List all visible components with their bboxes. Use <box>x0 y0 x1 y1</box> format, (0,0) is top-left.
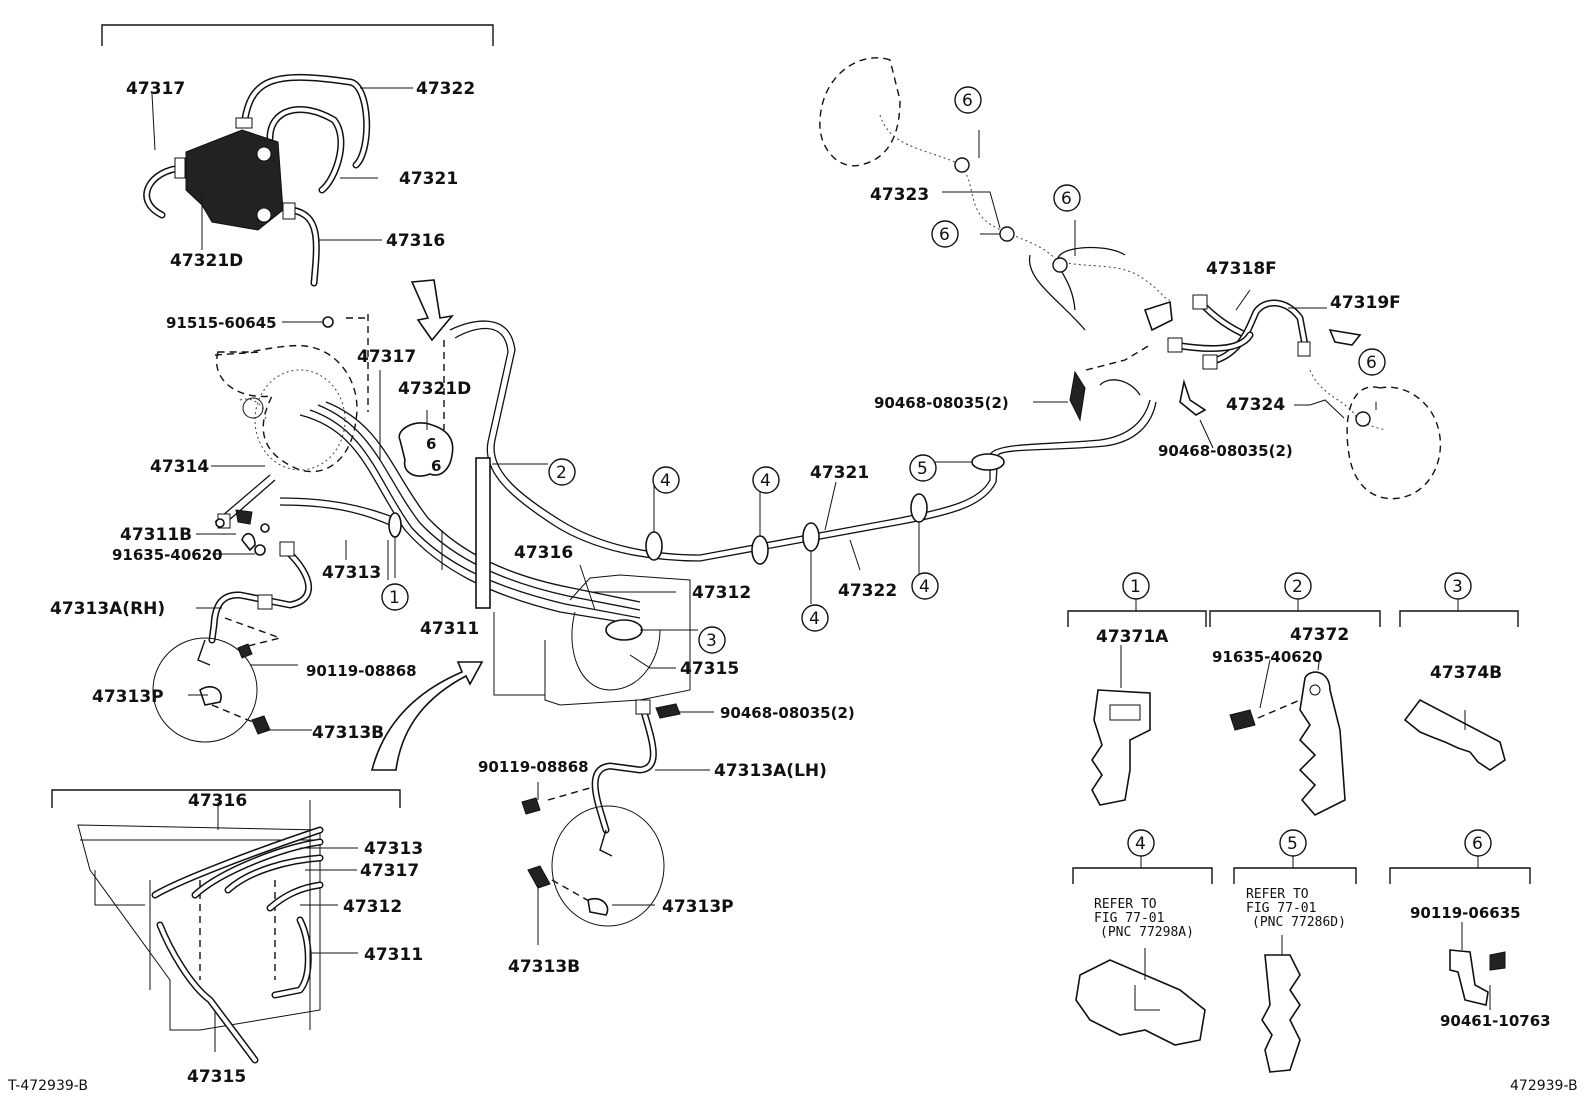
crossmember-block <box>493 574 691 706</box>
master-cylinder-booster <box>214 344 358 473</box>
part-label-90468-08035: 90468-08035(2) <box>874 394 1009 412</box>
callout-6: 6 <box>962 91 973 111</box>
callout-5: 5 <box>917 459 928 479</box>
detail-clamp-2 <box>1209 597 1381 816</box>
part-label-47317: 47317 <box>357 347 416 367</box>
callout-6: 6 <box>1061 189 1072 209</box>
view-arrow-icon <box>410 279 454 342</box>
part-label-47313b: 47313B <box>508 957 580 977</box>
part-label-90468-08035: 90468-08035(2) <box>720 704 855 722</box>
figure-id-right: 472939-B <box>1510 1078 1578 1094</box>
callout-2: 2 <box>556 463 567 483</box>
part-label-47321: 47321 <box>399 169 458 189</box>
footer: T-472939-B 472939-B <box>7 1078 1578 1094</box>
curved-arrow-icon <box>370 661 484 771</box>
callout-5: 5 <box>1287 834 1298 854</box>
part-label-47311b: 47311B <box>120 525 192 545</box>
note-refer-4-line3: (PNC 77298A) <box>1100 925 1194 940</box>
callout-1: 1 <box>1130 577 1141 597</box>
arrows <box>370 279 484 771</box>
part-label-47315: 47315 <box>680 659 739 679</box>
left-leaders <box>188 321 714 731</box>
pipe-bundle <box>214 246 1157 626</box>
rear-brakes <box>819 57 1442 500</box>
callout-1: 1 <box>389 588 400 608</box>
left-wheel-hose <box>152 316 334 743</box>
part-label-47313p: 47313P <box>92 687 164 707</box>
part-label-47372: 47372 <box>1290 625 1349 645</box>
note-refer-4-line2: FIG 77-01 <box>1094 911 1164 926</box>
line-clamps <box>387 453 1005 631</box>
part-label-47317: 47317 <box>360 861 419 881</box>
refer-notes: REFER TO FIG 77-01 (PNC 77298A) REFER TO… <box>1094 887 1346 940</box>
part-label-47321: 47321 <box>810 463 869 483</box>
part-label-47316: 47316 <box>386 231 445 251</box>
part-label-47312: 47312 <box>692 583 751 603</box>
callout-4: 4 <box>919 577 930 597</box>
detail-clamp-1 <box>1067 597 1207 806</box>
part-label-47314: 47314 <box>150 457 209 477</box>
part-label-47316: 47316 <box>514 543 573 563</box>
part-label-47322: 47322 <box>838 581 897 601</box>
part-label-90119-08868: 90119-08868 <box>478 758 589 776</box>
part-label-47316: 47316 <box>188 791 247 811</box>
part-label-91635-40620: 91635-40620 <box>112 546 223 564</box>
part-label-47322: 47322 <box>416 79 475 99</box>
part-label-47319f: 47319F <box>1330 293 1401 313</box>
valve-inset <box>101 24 494 287</box>
part-labels: 47317 47322 47321 47316 47321D 91515-606… <box>50 79 1551 1087</box>
note-refer-5-line2: FIG 77-01 <box>1246 901 1316 916</box>
part-label-47313a-rh: 47313A(RH) <box>50 599 165 619</box>
callout-6: 6 <box>1366 353 1377 373</box>
part-label-90468-08035: 90468-08035(2) <box>1158 442 1293 460</box>
part-label-90119-08868: 90119-08868 <box>306 662 417 680</box>
part-label-91635-40620: 91635-40620 <box>1212 648 1323 666</box>
part-label-47313: 47313 <box>364 839 423 859</box>
detail-clamp-3 <box>1399 597 1519 771</box>
callout-3: 3 <box>706 631 717 651</box>
part-label-90119-06635: 90119-06635 <box>1410 904 1521 922</box>
center-valve: 6 6 <box>346 314 491 609</box>
callout-circles: 2 1 3 4 4 4 4 5 6 6 6 6 1 2 3 4 5 6 <box>381 86 1492 857</box>
part-label-47313p: 47313P <box>662 897 734 917</box>
callout-4: 4 <box>809 609 820 629</box>
part-label-47321d: 47321D <box>170 251 243 271</box>
callout-6: 6 <box>939 225 950 245</box>
part-label-47317: 47317 <box>126 79 185 99</box>
svg-text:6: 6 <box>431 457 441 475</box>
part-label-47323: 47323 <box>870 185 929 205</box>
part-label-47315: 47315 <box>187 1067 246 1087</box>
detail-clamp-6 <box>1389 854 1531 1010</box>
callout-6: 6 <box>1472 834 1483 854</box>
note-refer-5-line1: REFER TO <box>1246 887 1309 902</box>
part-label-47371a: 47371A <box>1096 627 1169 647</box>
part-label-47313: 47313 <box>322 563 381 583</box>
part-label-91515-60645: 91515-60645 <box>166 314 277 332</box>
detail-clamp-5 <box>1233 854 1357 1073</box>
part-label-47313b: 47313B <box>312 723 384 743</box>
pipe-routing-inset <box>51 789 401 1064</box>
part-label-47311: 47311 <box>420 619 479 639</box>
part-label-47374b: 47374B <box>1430 663 1502 683</box>
note-refer-5-line3: (PNC 77286D) <box>1252 915 1346 930</box>
center-wheel-hose <box>521 699 710 945</box>
callout-4: 4 <box>1135 834 1146 854</box>
part-label-47311: 47311 <box>364 945 423 965</box>
figure-id-left: T-472939-B <box>7 1078 88 1094</box>
part-label-90461-10763: 90461-10763 <box>1440 1012 1551 1030</box>
part-label-47324: 47324 <box>1226 395 1285 415</box>
part-label-47321d: 47321D <box>398 379 471 399</box>
part-label-47312: 47312 <box>343 897 402 917</box>
detail-clamp-4 <box>1072 854 1213 1046</box>
callout-4: 4 <box>760 471 771 491</box>
note-refer-4-line1: REFER TO <box>1094 897 1157 912</box>
callout-4: 4 <box>660 471 671 491</box>
callout-3: 3 <box>1452 577 1463 597</box>
svg-text:6: 6 <box>426 435 436 453</box>
callout-2: 2 <box>1292 577 1303 597</box>
part-label-47313a-lh: 47313A(LH) <box>714 761 827 781</box>
part-label-47318f: 47318F <box>1206 259 1277 279</box>
